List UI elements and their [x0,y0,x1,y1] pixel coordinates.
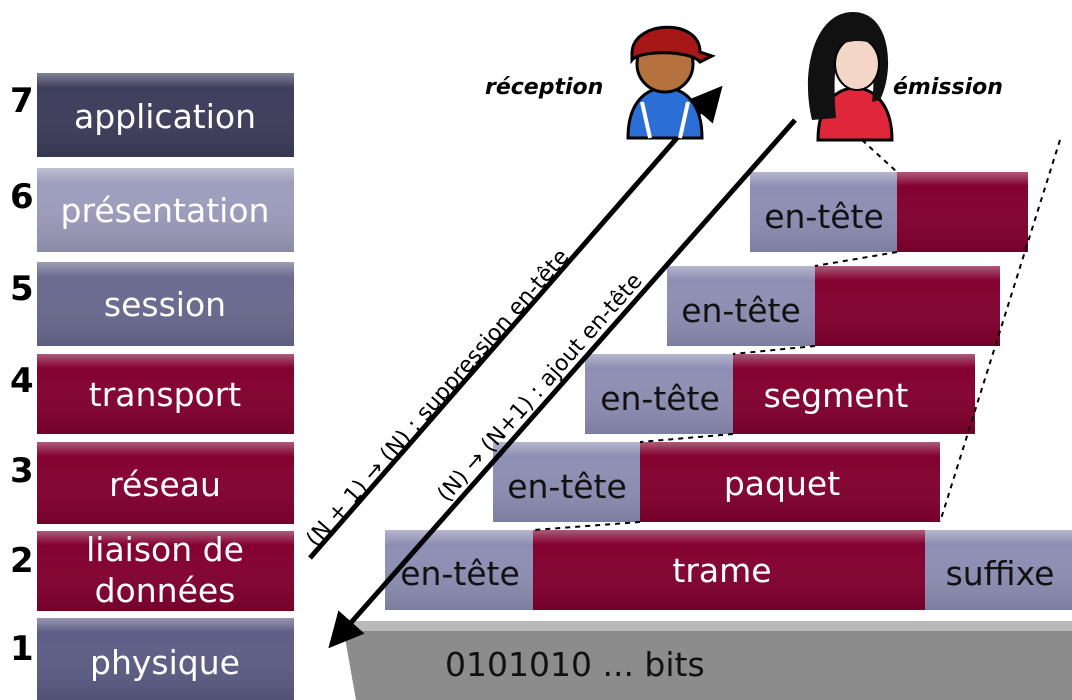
layer-6-label: présentation [61,191,270,230]
layer-5-number: 5 [10,269,34,309]
frame-trailer-label: suffixe [946,554,1055,593]
frame-label: trame [672,551,771,590]
segment-header-label: en-tête [600,379,720,418]
layer-2-number: 2 [10,541,34,581]
receiver-label: réception [485,75,603,100]
bits-block: 0101010 ... bits [342,621,1072,700]
layer-2-label-line2: données [95,571,236,610]
segment-label: segment [764,376,909,415]
layer-4-number: 4 [10,361,34,401]
layer-1: 1 physique [10,618,294,700]
layer-1-number: 1 [10,629,34,669]
layer-3: 3 réseau [10,442,294,524]
layer-6: 6 présentation [10,168,294,252]
layer-5: 5 session [10,262,294,346]
layer-3-label: réseau [109,465,221,504]
sender-person-icon [807,12,894,142]
presentation-row: en-tête [750,172,1028,252]
packet-row: en-tête paquet [493,442,940,522]
presentation-header-label: en-tête [764,197,884,236]
frame-row: en-tête trame suffixe [385,530,1072,610]
layer-7-label: application [74,97,256,136]
session-row: en-tête [667,266,1000,346]
encapsulation-guides [532,139,1061,531]
layer-5-label: session [104,285,226,324]
layer-2: 2 liaison de données [10,530,294,611]
layer-7-number: 7 [10,81,34,121]
bits-bar [342,621,1072,700]
packet-header-label: en-tête [507,467,627,506]
session-header-label: en-tête [681,291,801,330]
layer-4-label: transport [89,375,242,414]
packet-label: paquet [724,464,840,503]
layer-2-label-line1: liaison de [86,530,244,569]
segment-row: en-tête segment [585,354,975,434]
layer-4: 4 transport [10,354,294,434]
layer-7: 7 application [10,73,294,157]
up-arrow [308,85,723,560]
layer-3-number: 3 [10,451,34,491]
down-arrow [328,118,797,649]
layer-6-number: 6 [10,177,34,217]
layer-1-label: physique [90,643,240,682]
bits-label: 0101010 ... bits [445,645,705,684]
receiver-person-icon [626,25,716,140]
frame-header-label: en-tête [400,554,520,593]
sender-label: émission [893,75,1003,100]
layer-stack: 7 application 6 présentation 5 session 4… [10,73,294,700]
